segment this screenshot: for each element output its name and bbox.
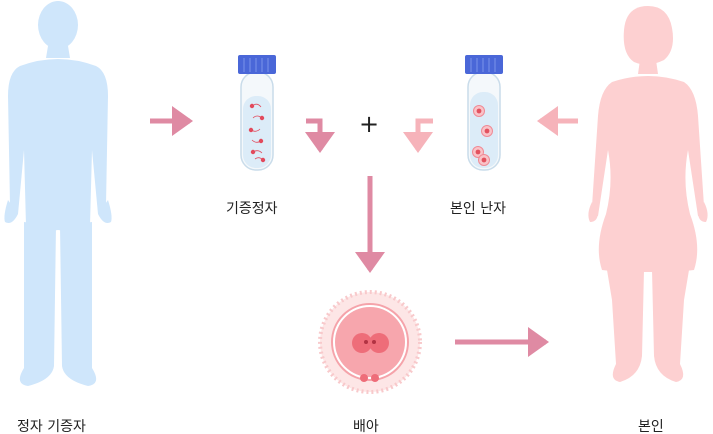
embryo-icon [318, 290, 422, 394]
sperm-down-arrow [305, 118, 335, 154]
plus-sign: + [359, 110, 380, 138]
male-silhouette-icon [4, 1, 112, 386]
donor-label: 정자 기증자 [17, 419, 86, 434]
egg-tube-icon [465, 55, 503, 171]
embryo-label: 배아 [353, 419, 379, 434]
own-eggs-label: 본인 난자 [450, 201, 506, 217]
egg-down-arrow [403, 118, 433, 154]
female-silhouette-icon [588, 6, 708, 382]
self-label: 본인 [638, 419, 664, 434]
donor-sperm-label: 기증정자 [226, 201, 278, 217]
sperm-tube-icon [238, 55, 276, 171]
